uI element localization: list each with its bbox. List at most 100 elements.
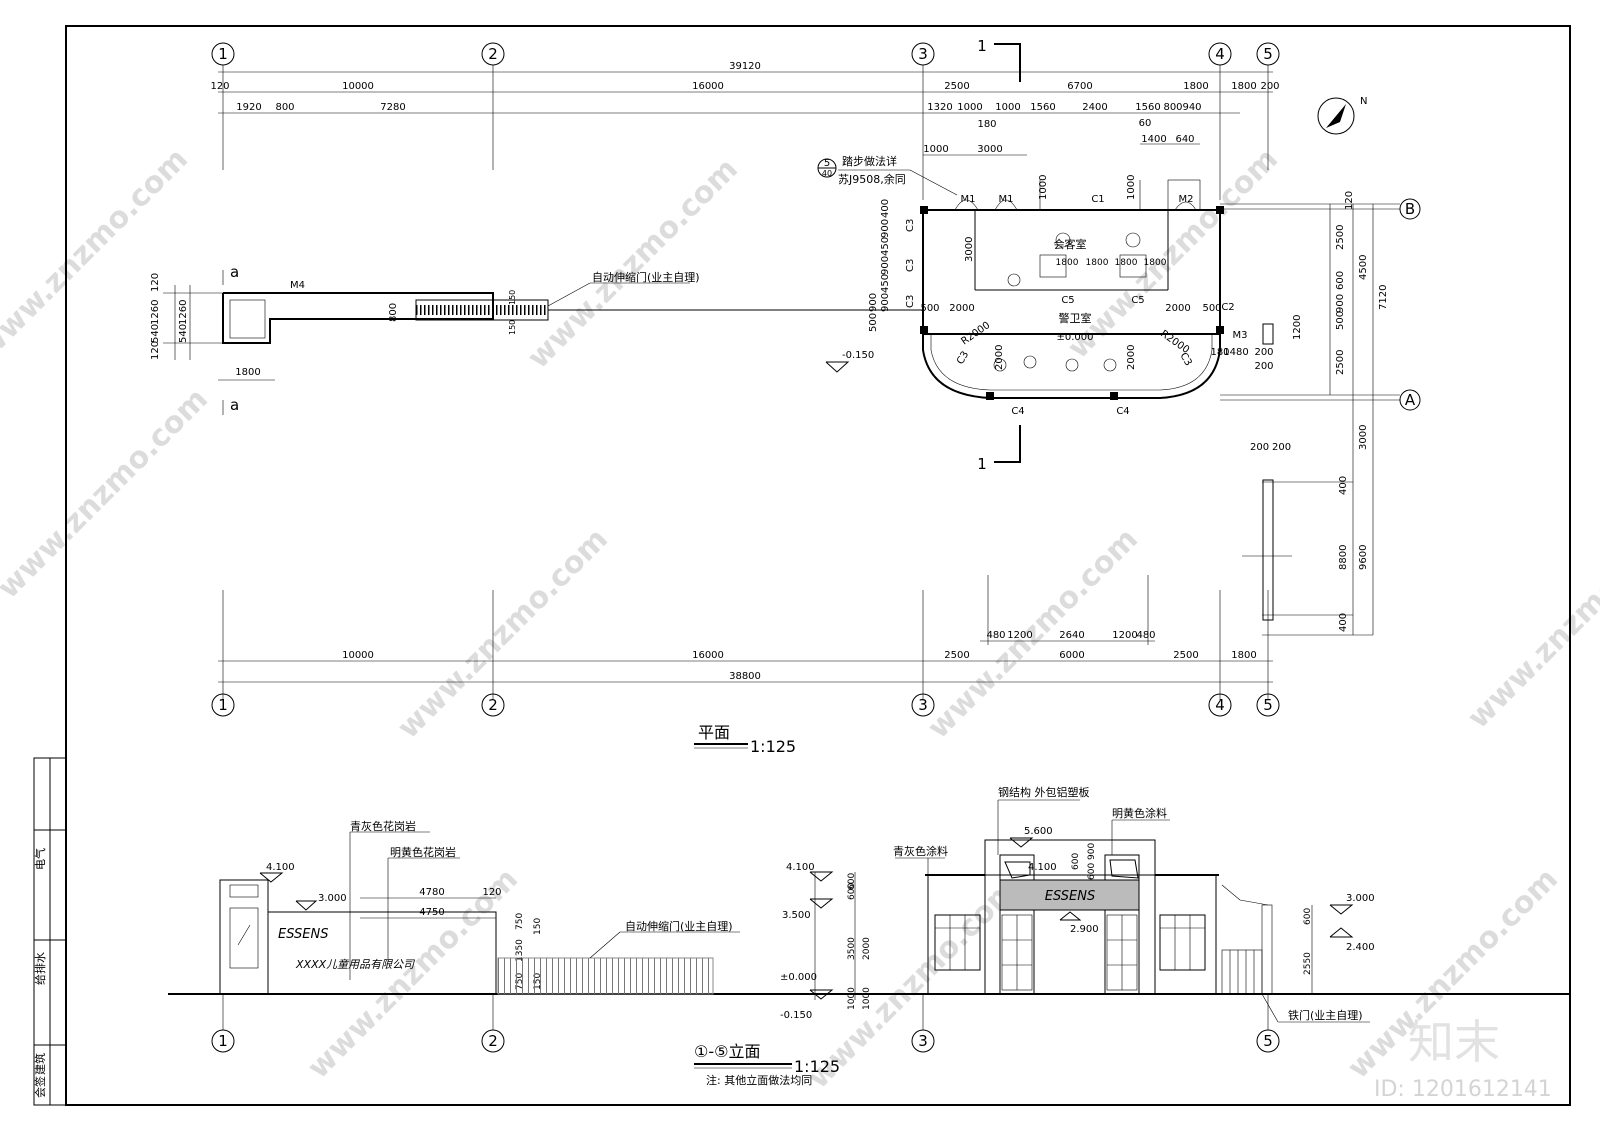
dim-gh-180: 180	[1210, 347, 1229, 358]
north-arrow: N	[1317, 96, 1367, 135]
gh-dim-14: R2000	[1158, 328, 1191, 356]
window-c5-2: C5	[1131, 295, 1144, 306]
elev-dim-18: 2550	[1303, 952, 1313, 975]
dim-right-5: 2500	[1335, 350, 1346, 375]
door-m4: M4	[290, 280, 305, 291]
elev-level-6: 5.600	[1024, 826, 1053, 837]
dim-right-7: 3000	[1358, 425, 1369, 450]
dim-r2-9: 800	[1163, 102, 1182, 113]
left-dim-0: 120	[150, 273, 161, 292]
elev-dim-0: 4780	[419, 887, 444, 898]
axis-b: B	[1405, 200, 1415, 218]
window-c3-3: C3	[905, 295, 916, 308]
note-auto-gate: 自动伸缩门(业主自理)	[592, 270, 700, 284]
gh-dim-20: 1800	[1144, 258, 1167, 268]
entrance-frame	[984, 839, 1156, 995]
watermark-1: www.znzmo.com	[0, 142, 195, 366]
entrance-wall-plan: M4 a a 120 1260 1260 540 540 120 800 180…	[150, 263, 517, 415]
gh-dim-10: 500	[920, 303, 939, 314]
door-m1-a: M1	[961, 194, 976, 205]
elevation-view: 4.100 ESSENS XXXX儿童用品有限公司 3.000 4780 475…	[168, 785, 1570, 1087]
gh-dim-22: 1000	[1126, 175, 1137, 200]
left-dim-1: 1260	[150, 300, 161, 325]
pylon-panel	[229, 907, 259, 969]
axis-2-top: 2	[488, 45, 498, 63]
dim-r2-10: 940	[1182, 102, 1201, 113]
dim-gh-200a: 200	[1254, 347, 1273, 358]
dim-right-13: 200	[1272, 442, 1291, 453]
dim-r3-4: 640	[1175, 134, 1194, 145]
auto-gate-elevation: 自动伸缩门(业主自理)	[497, 919, 740, 995]
dim-right-6: 7120	[1378, 285, 1389, 310]
bot-b-0: 10000	[342, 650, 374, 661]
dim-right-0: 120	[1344, 191, 1355, 210]
dim-r2-3: 1320	[927, 102, 952, 113]
canopy-right	[1109, 859, 1139, 879]
dim-r3-1: 3000	[977, 144, 1002, 155]
elev-dim-13: 1000	[862, 987, 872, 1010]
section-line-bottom	[994, 425, 1021, 463]
window-left-elev	[934, 914, 981, 971]
dim-r1-1: 10000	[342, 81, 374, 92]
elev-level-5: -0.150	[780, 1010, 812, 1021]
gh-dim-21: 1000	[1038, 175, 1049, 200]
dim-total-top: 39120	[729, 61, 761, 72]
gh-dim-1: 900	[880, 219, 891, 238]
left-dim-4: 540	[178, 324, 189, 343]
elev-axis-5: 5	[1263, 1032, 1273, 1050]
axis-4-top: 4	[1215, 45, 1225, 63]
dim-r1-0: 120	[210, 81, 229, 92]
gh-dim-8: 3000	[964, 237, 975, 262]
resource-id: ID: 1201612141	[1374, 1077, 1552, 1102]
section-line-top	[994, 43, 1021, 82]
gh-dim-4: 450	[880, 274, 891, 293]
dim-r2-6: 1560	[1030, 102, 1055, 113]
dim-r1-7: 200	[1260, 81, 1279, 92]
wall-elevation	[267, 911, 497, 995]
window-c3-4: C3	[955, 349, 971, 366]
dim-right-1: 2500	[1335, 225, 1346, 250]
gh-dim-6: 900	[868, 293, 879, 312]
gh-dim-7: 500	[868, 313, 879, 332]
table-2	[1119, 254, 1147, 278]
dim-r2-7: 2400	[1082, 102, 1107, 113]
elev-dim-2: 120	[482, 887, 501, 898]
elev-dim-8: 600	[847, 883, 857, 900]
elev-dim-9: 600	[847, 873, 857, 890]
gh-dim-15: 2000	[994, 345, 1005, 370]
left-dim-5: 120	[150, 341, 161, 360]
plan-view: 1 2 3 4 5 39120 120 10000 16000 2500 670…	[150, 37, 1421, 756]
window-c2: C2	[1221, 302, 1234, 313]
elev-level-4: ±0.000	[780, 972, 817, 983]
left-dim-3: 540	[150, 324, 161, 343]
elev-dim-5: 750	[515, 973, 525, 990]
bot-a-4: 480	[1136, 630, 1155, 641]
dim-right-8: 400	[1338, 476, 1349, 495]
tb-electrical: 电气	[33, 848, 47, 870]
dim-gh-1480: 1480	[1223, 347, 1248, 358]
left-dim-8: 150	[508, 290, 517, 305]
tb-plumbing: 给排水	[33, 952, 47, 985]
dim-r2-5: 1000	[995, 102, 1020, 113]
gatehouse-plan: M1 M1 M2 M3 1480 180 200 200 会客室 警卫室 ±0.…	[868, 175, 1274, 417]
elev-level-10: 2.400	[1346, 942, 1375, 953]
window-c1: C1	[1091, 194, 1104, 205]
section-mark-top: 1	[977, 37, 987, 55]
step-note: 踏步做法详	[842, 154, 897, 168]
window-c4-2: C4	[1116, 406, 1129, 417]
step-ref-num: 5	[824, 158, 830, 169]
elev-dim-17: 600	[1303, 908, 1313, 925]
step-ref-den: 40	[822, 169, 832, 178]
dim-right-14: 1200	[1292, 315, 1303, 340]
north-arrow-needle	[1326, 104, 1346, 128]
dim-right-9: 8800	[1338, 545, 1349, 570]
pier-right	[1262, 323, 1274, 345]
dim-r1-2: 16000	[692, 81, 724, 92]
bot-a-0: 480	[986, 630, 1005, 641]
axis-5-bottom: 5	[1263, 696, 1273, 714]
room-reception: 会客室	[1054, 237, 1087, 251]
elev-dim-1: 4750	[419, 907, 444, 918]
door-m2: M2	[1179, 194, 1194, 205]
axis-3-bottom: 3	[918, 696, 928, 714]
elev-level-3: 3.500	[782, 910, 811, 921]
